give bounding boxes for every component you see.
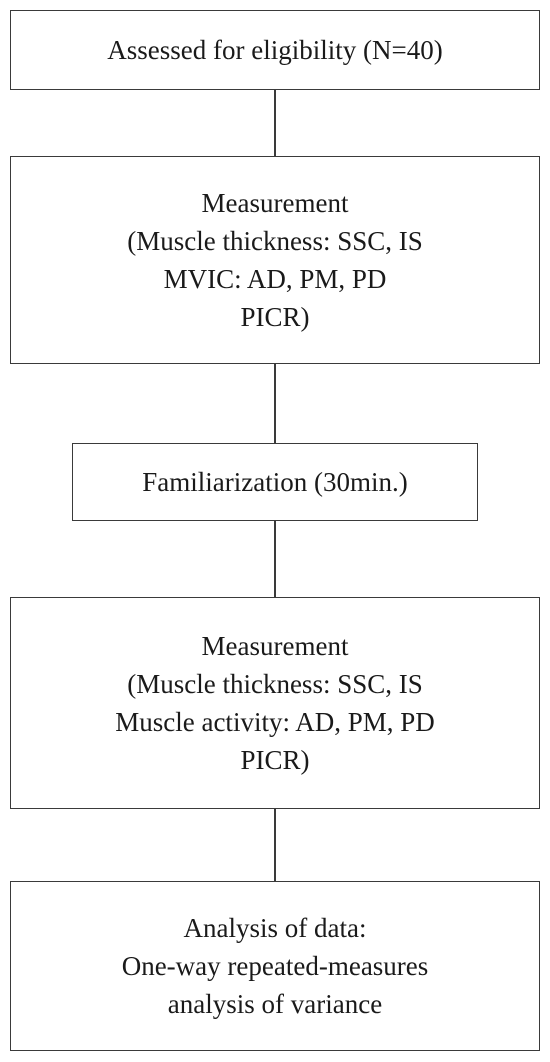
eligibility-text: Assessed for eligibility (N=40)	[107, 35, 443, 65]
analysis-method-text-2: analysis of variance	[167, 989, 383, 1019]
connector-line	[274, 364, 276, 443]
post-measurement-title: Measurement	[201, 631, 349, 661]
analysis-title: Analysis of data:	[183, 913, 367, 943]
post-muscle-thickness-text: (Muscle thickness: SSC, IS	[127, 669, 423, 699]
post-muscle-activity-text: Muscle activity: AD, PM, PD	[115, 707, 435, 737]
baseline-picr-text: PICR)	[240, 302, 310, 332]
connector-line	[274, 90, 276, 156]
connector-line	[274, 521, 276, 597]
baseline-measurement-title: Measurement	[201, 188, 349, 218]
post-measurement-box: Measurement (Muscle thickness: SSC, IS M…	[10, 597, 540, 809]
connector-line	[274, 809, 276, 881]
baseline-mvic-text: MVIC: AD, PM, PD	[163, 264, 387, 294]
baseline-muscle-thickness-text: (Muscle thickness: SSC, IS	[127, 226, 423, 256]
analysis-box: Analysis of data: One-way repeated-measu…	[10, 881, 540, 1051]
familiarization-text: Familiarization (30min.)	[142, 467, 408, 497]
post-picr-text: PICR)	[240, 745, 310, 775]
baseline-measurement-box: Measurement (Muscle thickness: SSC, IS M…	[10, 156, 540, 364]
familiarization-box: Familiarization (30min.)	[72, 443, 478, 521]
eligibility-box: Assessed for eligibility (N=40)	[10, 10, 540, 90]
analysis-method-text: One-way repeated-measures	[121, 951, 429, 981]
